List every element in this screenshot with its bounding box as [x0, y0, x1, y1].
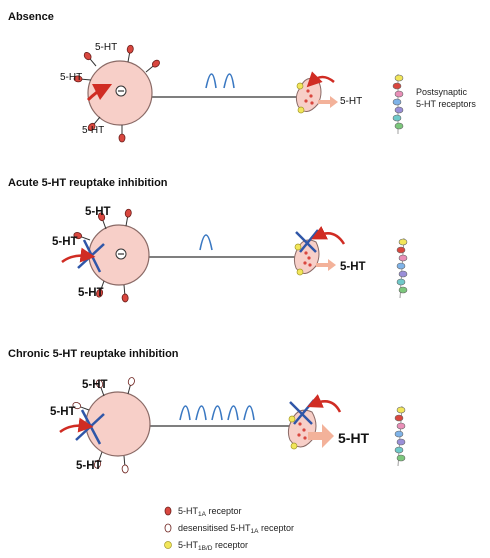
serotonin-label: 5-HT	[82, 379, 108, 391]
soma	[85, 391, 151, 457]
legend-subscript: 1A	[251, 528, 260, 535]
somatodendritic-receptors	[73, 208, 132, 303]
postsynaptic-receptor-chain	[396, 237, 408, 299]
panel-title: Acute 5-HT reuptake inhibition	[8, 177, 168, 189]
terminal-autoreceptor	[288, 415, 296, 423]
serotonin-label: 5-HT	[78, 287, 104, 299]
legend-subscript: 1A	[198, 511, 207, 518]
legend-text: desensitised 5-HT	[178, 523, 251, 533]
legend-suffix: receptor	[212, 540, 248, 550]
release-arrow	[318, 96, 338, 108]
serotonin-label: 5-HT	[95, 42, 117, 53]
panel-title: Chronic 5-HT reuptake inhibition	[8, 348, 179, 360]
desensitised-receptors	[72, 377, 135, 474]
legend: 5-HT1A receptor desensitised 5-HT1A rece…	[164, 506, 294, 552]
legend-item: 5-HT1B/D receptor	[164, 540, 248, 552]
legend-suffix: receptor	[206, 506, 242, 516]
feedback-arrow	[306, 71, 335, 88]
terminal-serotonin-label: 5-HT	[340, 96, 362, 107]
legend-text: 5-HT	[178, 540, 199, 550]
svg-text:5-HT1B/D receptor: 5-HT1B/D receptor	[178, 540, 248, 552]
terminal-autoreceptor	[294, 243, 302, 251]
feedback-arrow	[311, 225, 346, 245]
panel-absence: Absence 5-HT 5-HT 5-HT	[8, 11, 476, 143]
svg-text:5-HT1A receptor: 5-HT1A receptor	[178, 506, 241, 518]
terminal-serotonin-label: 5-HT	[338, 430, 370, 446]
feedback-arrow	[86, 83, 113, 102]
serotonin-label: 5-HT	[82, 125, 104, 136]
legend-item: 5-HT1A receptor	[164, 506, 241, 518]
serotonin-label: 5-HT	[85, 206, 111, 218]
somatodendritic-receptors	[73, 44, 160, 143]
postsynaptic-label: 5-HT receptors	[416, 99, 476, 109]
panel-acute: Acute 5-HT reuptake inhibition 5-HT 5-HT…	[8, 177, 408, 303]
terminal-autoreceptor	[297, 106, 305, 114]
svg-text:desensitised 5-HT1A receptor: desensitised 5-HT1A receptor	[178, 523, 294, 535]
release-arrow	[316, 259, 336, 271]
terminal-autoreceptor	[296, 82, 304, 90]
feedback-arrow	[307, 394, 342, 413]
serotonin-label: 5-HT	[52, 236, 78, 248]
terminal-vesicles	[297, 422, 307, 440]
serotonin-label: 5-HT	[50, 406, 76, 418]
postsynaptic-receptor-chain	[394, 405, 406, 467]
yellow-receptor-icon	[164, 541, 172, 549]
action-potentials	[205, 73, 235, 89]
filled-red-receptor-icon	[164, 506, 172, 516]
panel-title: Absence	[8, 11, 54, 23]
inhibition-minus-icon	[115, 85, 127, 97]
postsynaptic-label: Postsynaptic	[416, 87, 468, 97]
legend-item: desensitised 5-HT1A receptor	[164, 523, 294, 535]
legend-subscript: 1B/D	[198, 545, 213, 552]
legend-suffix: receptor	[259, 523, 295, 533]
terminal-autoreceptor	[296, 268, 304, 276]
legend-text: 5-HT	[178, 506, 199, 516]
serotonin-label: 5-HT	[76, 460, 102, 472]
release-arrow	[308, 424, 334, 448]
panel-chronic: Chronic 5-HT reuptake inhibition 5-HT 5-…	[8, 348, 406, 474]
postsynaptic-receptor-chain	[392, 74, 404, 134]
feedback-arrow	[61, 247, 96, 264]
terminal-autoreceptor	[290, 442, 298, 450]
terminal-vesicles	[304, 89, 314, 105]
terminal-vesicles	[303, 251, 312, 267]
action-potentials	[179, 405, 255, 421]
feedback-arrow	[59, 417, 94, 434]
action-potential	[199, 234, 213, 251]
open-receptor-icon	[164, 523, 172, 533]
inhibition-minus-icon	[115, 248, 127, 260]
serotonin-label: 5-HT	[60, 72, 82, 83]
terminal-serotonin-label: 5-HT	[340, 261, 366, 273]
